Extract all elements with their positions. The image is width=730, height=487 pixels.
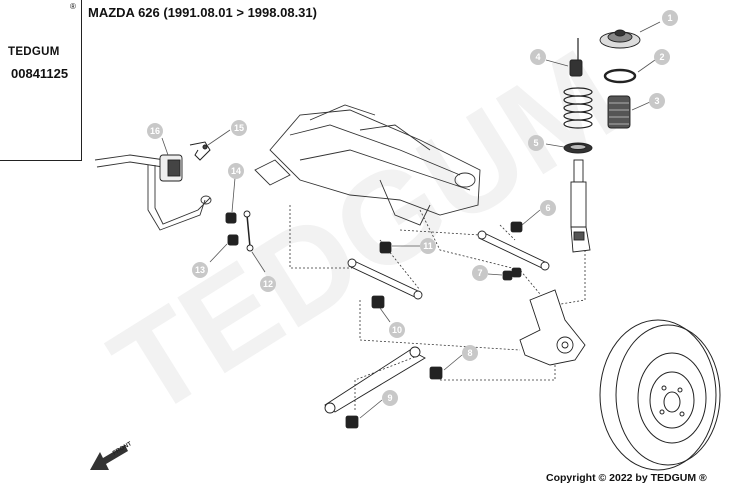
callout-10: 10: [392, 325, 402, 335]
part-14-link-bushings: [225, 210, 254, 252]
wheel: [599, 319, 721, 471]
logo-panel: ® TEDGUM 00841125: [0, 0, 82, 161]
callout-11: 11: [423, 241, 433, 251]
callout-5: 5: [533, 138, 538, 148]
callout-16: 16: [150, 126, 160, 136]
callout-7: 7: [477, 268, 482, 278]
callout-9: 9: [387, 393, 392, 403]
page-title: MAZDA 626 (1991.08.01 > 1998.08.31): [88, 5, 317, 20]
part-15-clamp: [189, 141, 211, 161]
trailing-arm: [324, 346, 426, 414]
rubber-bushings: [345, 221, 523, 429]
front-label: FRONT: [112, 441, 133, 457]
lateral-arms: [347, 230, 550, 300]
callout-leaders: [161, 21, 661, 419]
brand-name: TEDGUM: [8, 46, 60, 58]
callout-3: 3: [654, 96, 659, 106]
watermark: TEDGUM: [87, 21, 642, 443]
callout-circles: [147, 10, 678, 406]
stabilizer-bar: [94, 154, 212, 231]
callout-15: 15: [234, 123, 244, 133]
subframe-outline: [254, 104, 481, 226]
callout-2: 2: [659, 52, 664, 62]
copyright-text: Copyright © 2022 by TEDGUM ®: [546, 472, 707, 484]
knuckle: [519, 289, 586, 366]
registered-mark: ®: [70, 2, 76, 11]
callout-numbers: 1 2 3 4 5 6 7 8 9 10 11 12 13 14 15 16: [150, 13, 673, 403]
part-number: 00841125: [11, 66, 69, 81]
callout-1: 1: [667, 13, 672, 23]
callout-14: 14: [231, 166, 241, 176]
strut-assembly: [563, 29, 641, 253]
callout-8: 8: [467, 348, 472, 358]
callout-4: 4: [535, 52, 540, 62]
part-16-bushing: [159, 154, 183, 182]
callout-13: 13: [195, 265, 205, 275]
front-arrow-icon: [90, 445, 128, 470]
callout-12: 12: [263, 279, 273, 289]
callout-6: 6: [545, 203, 550, 213]
